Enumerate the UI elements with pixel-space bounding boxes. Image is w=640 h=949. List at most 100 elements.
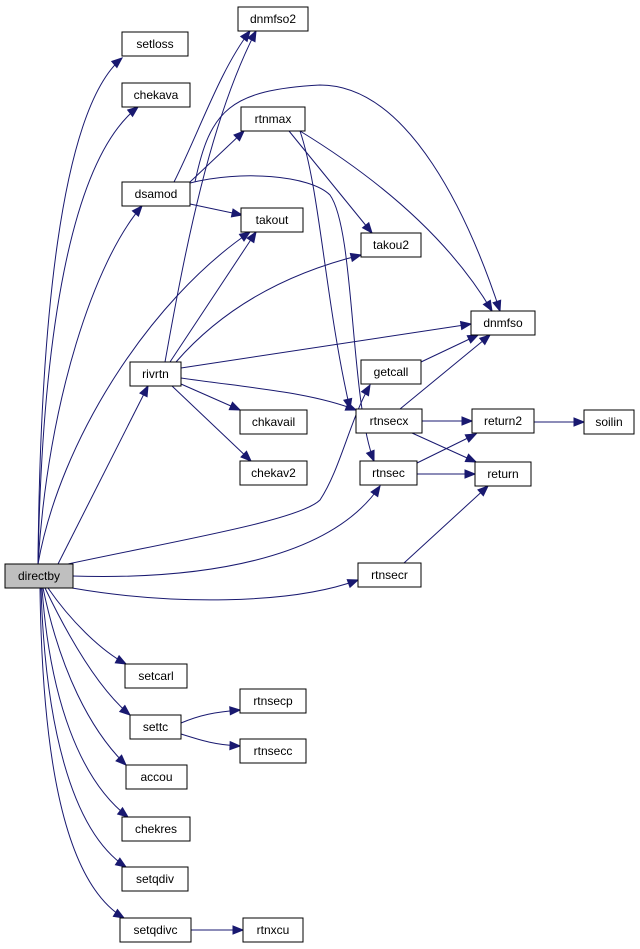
node-box[interactable]: [119, 917, 192, 943]
node-box[interactable]: [237, 6, 309, 32]
node-label: rtnmax: [255, 112, 292, 126]
node-box[interactable]: [239, 688, 307, 714]
edge-line: [288, 130, 373, 234]
node-setqdiv[interactable]: setqdiv: [121, 866, 189, 892]
node-accou[interactable]: accou: [125, 764, 188, 790]
node-label: return2: [484, 414, 522, 428]
node-rtnsecx[interactable]: rtnsecx: [355, 408, 423, 434]
node-box[interactable]: [125, 764, 188, 790]
arrowhead: [110, 57, 124, 69]
arrowhead: [459, 320, 473, 331]
node-rtnxcu[interactable]: rtnxcu: [242, 917, 304, 943]
node-label: takou2: [373, 238, 409, 252]
node-box[interactable]: [359, 460, 418, 486]
node-box[interactable]: [242, 917, 304, 943]
edge-line: [39, 587, 125, 919]
node-box[interactable]: [471, 408, 535, 434]
node-chekav2[interactable]: chekav2: [239, 460, 308, 486]
node-settc[interactable]: settc: [129, 714, 182, 740]
node-box[interactable]: [355, 408, 423, 434]
node-setloss[interactable]: setloss: [121, 31, 189, 57]
edge-directby-to-rtnsec: [71, 484, 381, 577]
edge-directby-to-settc: [44, 587, 132, 716]
node-box[interactable]: [129, 714, 182, 740]
node-rtnsecp[interactable]: rtnsecp: [239, 688, 307, 714]
node-rtnsecc[interactable]: rtnsecc: [239, 738, 307, 764]
node-dsamod[interactable]: dsamod: [121, 181, 191, 207]
edge-line: [164, 30, 257, 363]
node-box[interactable]: [360, 359, 422, 385]
edge-line: [175, 254, 362, 363]
node-label: accou: [140, 770, 172, 784]
edge-dsamod-to-takout: [189, 203, 244, 218]
node-box[interactable]: [121, 866, 189, 892]
node-label: settc: [143, 720, 168, 734]
edge-line: [37, 205, 143, 565]
edge-rtnsecx-to-dnmfso: [399, 334, 492, 410]
node-box[interactable]: [360, 232, 422, 258]
edge-dsamod-to-dnmfso: [194, 84, 502, 313]
edge-line: [180, 383, 241, 411]
edge-line: [44, 587, 131, 716]
node-rivrtn[interactable]: rivrtn: [129, 361, 182, 387]
node-box[interactable]: [357, 562, 422, 588]
arrowhead: [477, 485, 489, 497]
node-rtnsec[interactable]: rtnsec: [359, 460, 418, 486]
node-label: soilin: [595, 415, 622, 429]
edge-settc-to-rtnsecp: [180, 706, 242, 724]
edge-line: [189, 130, 245, 183]
edge-line: [47, 587, 127, 665]
edge-rivrtn-to-rtnsecx: [180, 377, 358, 411]
edge-line: [67, 384, 371, 565]
node-box[interactable]: [121, 31, 189, 57]
node-label: rtnsecr: [371, 568, 408, 582]
node-soilin[interactable]: soilin: [583, 409, 635, 435]
node-box[interactable]: [4, 563, 74, 589]
node-dnmfso[interactable]: dnmfso: [470, 310, 536, 336]
edge-line: [416, 433, 477, 464]
edge-dsamod-to-dnmfso2: [173, 29, 251, 183]
node-takou2[interactable]: takou2: [360, 232, 422, 258]
node-label: setqdiv: [136, 872, 174, 886]
node-box[interactable]: [121, 82, 191, 108]
arrowhead: [344, 401, 358, 411]
edge-dsamod-to-rtnsec: [189, 175, 375, 463]
node-chekava[interactable]: chekava: [121, 82, 191, 108]
node-rtnmax[interactable]: rtnmax: [240, 106, 306, 132]
arrowhead: [492, 299, 502, 313]
node-box[interactable]: [239, 460, 308, 486]
node-dnmfso2[interactable]: dnmfso2: [237, 6, 309, 32]
edge-layer: [37, 29, 586, 935]
node-setcarl[interactable]: setcarl: [124, 663, 188, 689]
node-box[interactable]: [121, 816, 191, 842]
arrowhead: [464, 433, 478, 443]
edge-directby-to-dsamod: [37, 204, 143, 565]
node-box[interactable]: [470, 310, 536, 336]
node-box[interactable]: [121, 181, 191, 207]
node-return[interactable]: return: [474, 461, 532, 487]
node-directby[interactable]: directby: [4, 563, 74, 589]
node-box[interactable]: [474, 461, 532, 487]
node-chkavail[interactable]: chkavail: [239, 409, 308, 435]
node-getcall[interactable]: getcall: [360, 359, 422, 385]
node-box[interactable]: [239, 409, 308, 435]
edge-rtnsec-to-return: [417, 469, 477, 479]
node-box[interactable]: [239, 738, 307, 764]
node-layer: directby setloss dnmfso2 chekava rtnmax dsamo…: [4, 6, 635, 943]
arrowhead: [229, 706, 242, 716]
node-return2[interactable]: return2: [471, 408, 535, 434]
arrowhead: [246, 230, 257, 244]
node-setqdivc[interactable]: setqdivc: [119, 917, 192, 943]
node-chekres[interactable]: chekres: [121, 816, 191, 842]
node-takout[interactable]: takout: [240, 207, 304, 233]
arrowhead: [365, 449, 375, 463]
node-rtnsecr[interactable]: rtnsecr: [357, 562, 422, 588]
edge-line: [399, 334, 491, 410]
node-box[interactable]: [124, 663, 188, 689]
node-box[interactable]: [583, 409, 635, 435]
arrowhead: [461, 416, 474, 426]
node-box[interactable]: [240, 207, 304, 233]
node-box[interactable]: [240, 106, 306, 132]
node-box[interactable]: [129, 361, 182, 387]
